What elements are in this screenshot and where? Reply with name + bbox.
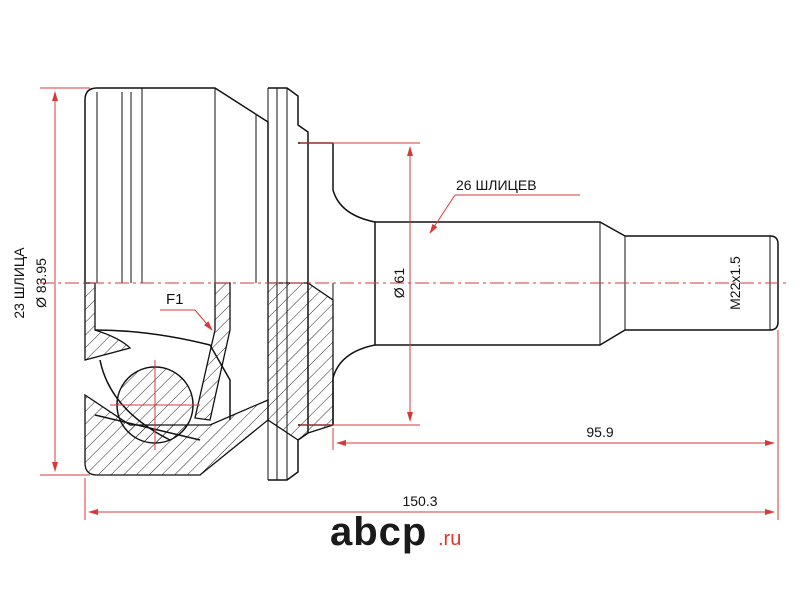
dim-total-length: 150.3 xyxy=(84,450,779,520)
dim-outer-diameter: Ø 83.95 23 ШЛИЦА xyxy=(11,87,90,476)
leader-shaft-splines: 26 ШЛИЦЕВ xyxy=(429,177,580,234)
leader-f1: F1 xyxy=(160,291,213,331)
shaft xyxy=(298,142,779,426)
ball xyxy=(110,360,200,450)
label-seal-diameter: Ø 61 xyxy=(391,268,407,299)
logo-brand: abcp xyxy=(330,510,427,554)
housing-upper xyxy=(84,87,269,283)
label-shaft-splines: 26 ШЛИЦЕВ xyxy=(456,177,537,193)
logo-suffix: .ru xyxy=(438,528,461,550)
label-total-length: 150.3 xyxy=(402,493,437,509)
dim-seal-diameter: Ø 61 xyxy=(300,142,420,426)
housing-section xyxy=(84,282,334,476)
label-shaft-length: 95.9 xyxy=(586,424,613,440)
dim-shaft-length: 95.9 xyxy=(332,330,779,450)
label-outer-diameter: Ø 83.95 xyxy=(33,258,49,308)
abcp-logo: abcp .ru xyxy=(330,510,461,554)
label-inner-splines: 23 ШЛИЦА xyxy=(11,247,27,319)
label-f1: F1 xyxy=(166,291,184,308)
label-thread: M22x1.5 xyxy=(727,256,743,310)
